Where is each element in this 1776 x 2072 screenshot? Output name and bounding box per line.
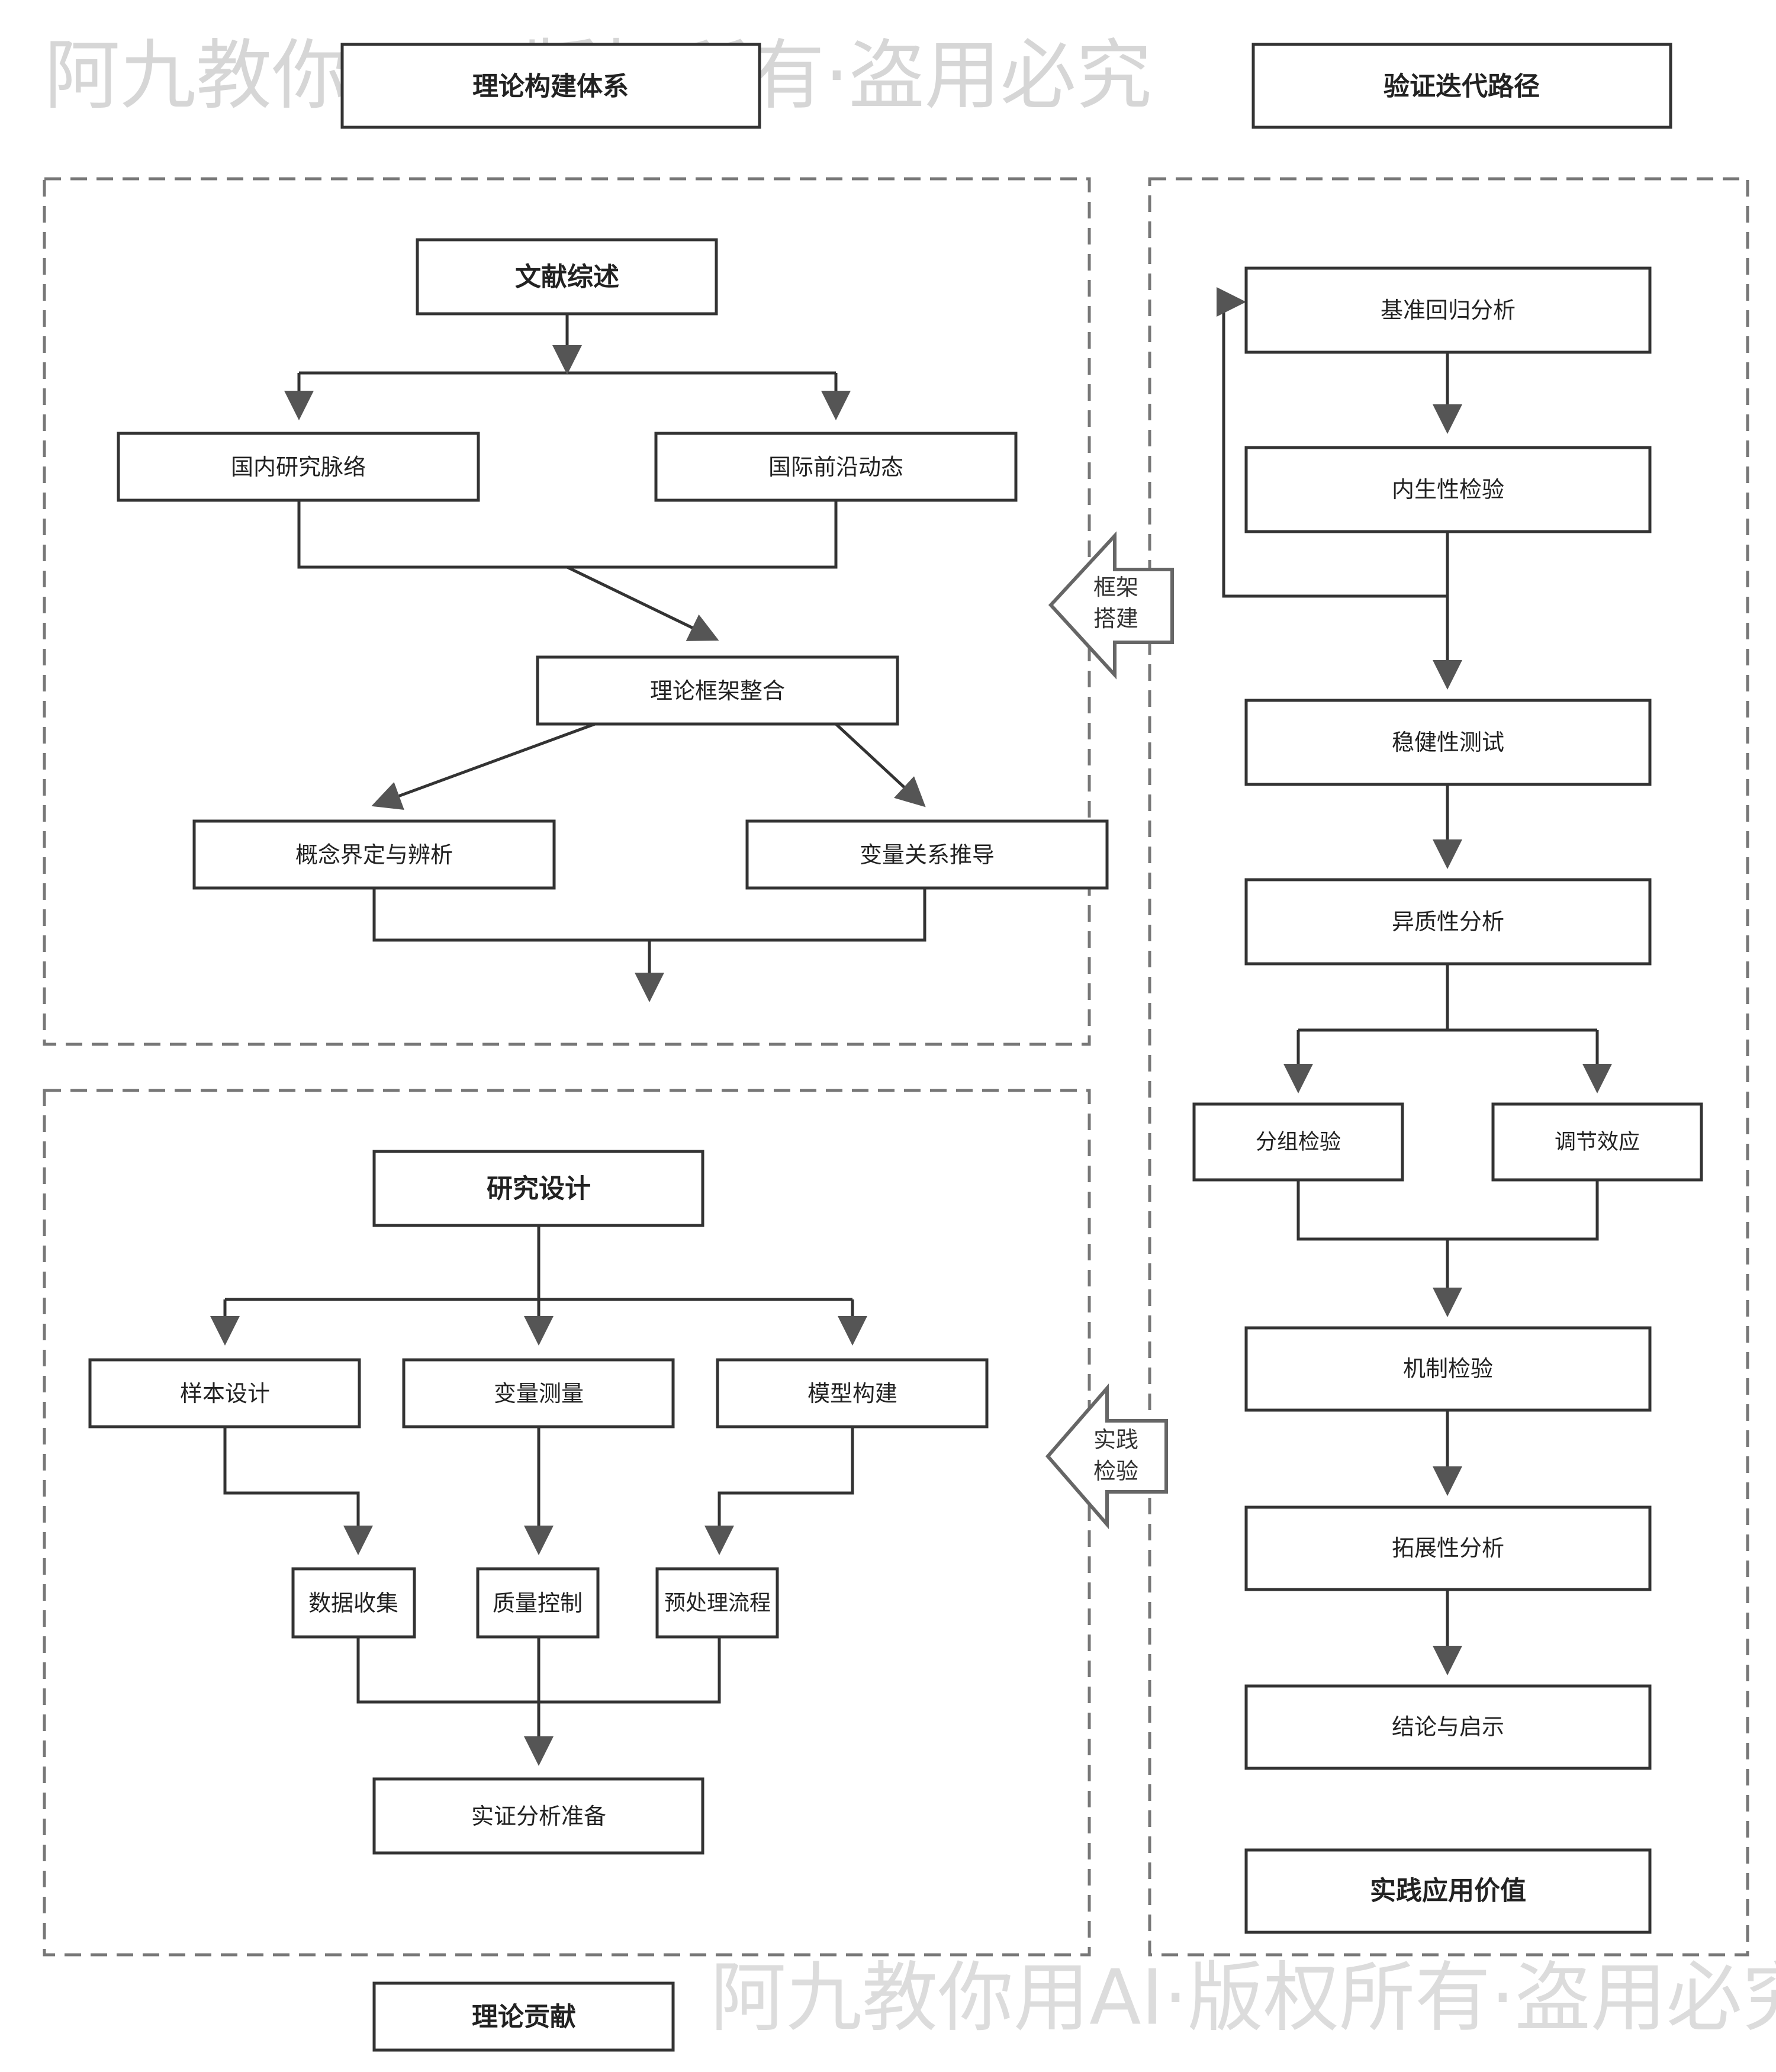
preprocessing-label: 预处理流程 [664,1591,771,1616]
data-collection-label: 数据收集 [308,1590,398,1616]
endogeneity-test-label: 内生性检验 [1392,477,1504,503]
edge-model-to-preprocess [704,1427,854,1555]
robustness-test-label: 稳健性测试 [1392,729,1504,755]
edge-merge-domestic-international [297,500,838,569]
node-sample-design: 样本设计 [88,1358,361,1428]
node-concept-definition: 概念界定与辨析 [192,819,556,890]
node-variable-measure: 变量测量 [402,1358,675,1428]
node-conclusion-insights: 结论与启示 [1244,1684,1652,1770]
node-group-test: 分组检验 [1192,1102,1404,1182]
node-international-frontier: 国际前沿动态 [654,432,1018,502]
node-empirical-prep: 实证分析准备 [372,1777,704,1855]
edge-merge-concept-variable [372,888,926,942]
node-data-collection: 数据收集 [291,1567,416,1639]
framework-integration-label: 理论框架整合 [650,678,785,704]
node-mechanism-test: 机制检验 [1244,1326,1652,1412]
theoretical-contribution-label: 理论贡献 [472,2002,576,2032]
node-endogeneity-test: 内生性检验 [1244,446,1652,533]
theory-region [43,177,1091,1046]
baseline-regression-label: 基准回归分析 [1381,297,1516,323]
variable-measure-label: 变量测量 [494,1381,584,1407]
node-heterogeneity-analysis: 异质性分析 [1244,878,1652,966]
header-theory-system: 理论构建体系 [340,43,761,129]
edge-framework-to-concept [371,722,596,810]
international-frontier-label: 国际前沿动态 [768,454,903,480]
practice-test-line2: 检验 [1093,1458,1138,1484]
moderation-effect-label: 调节效应 [1555,1130,1640,1154]
group-test-label: 分组检验 [1256,1130,1341,1154]
node-model-build: 模型构建 [716,1358,989,1428]
node-moderation-effect: 调节效应 [1491,1102,1703,1182]
framework-building-line2: 搭建 [1093,606,1138,632]
header-verification-path-label: 验证迭代路径 [1384,72,1540,102]
node-robustness-test: 稳健性测试 [1244,699,1652,786]
node-framework-integration: 理论框架整合 [536,655,899,726]
framework-building-line1: 框架 [1093,574,1138,600]
practical-value-label: 实践应用价值 [1370,1876,1526,1906]
node-baseline-regression: 基准回归分析 [1244,266,1652,354]
node-theoretical-contribution: 理论贡献 [372,1981,675,2052]
mechanism-test-label: 机制检验 [1403,1356,1493,1382]
arrow-framework-building: 框架 搭建 [1048,531,1174,680]
node-practical-value: 实践应用价值 [1244,1848,1652,1934]
node-research-design: 研究设计 [372,1150,704,1227]
domestic-research-label: 国内研究脉络 [231,454,366,480]
literature-review-label: 文献综述 [515,262,619,292]
edge-merge-subtests [1296,1180,1599,1241]
conclusion-insights-label: 结论与启示 [1392,1714,1504,1740]
edge-review-domestic [299,371,836,417]
header-verification-path: 验证迭代路径 [1251,43,1672,129]
header-theory-system-label: 理论构建体系 [472,72,629,102]
edge-heterogeneity-split [1298,964,1597,1032]
edge-feedback-loop [1217,287,1447,598]
node-extension-analysis: 拓展性分析 [1244,1505,1652,1591]
design-region [43,1089,1091,1957]
model-build-label: 模型构建 [807,1381,897,1407]
concept-definition-label: 概念界定与辨析 [295,842,453,868]
edge-sample-to-collection [223,1427,373,1555]
heterogeneity-analysis-label: 异质性分析 [1392,909,1504,935]
node-literature-review: 文献综述 [416,238,718,316]
node-preprocessing: 预处理流程 [655,1567,779,1639]
node-domestic-research: 国内研究脉络 [117,432,480,502]
sample-design-label: 样本设计 [180,1381,270,1407]
extension-analysis-label: 拓展性分析 [1392,1535,1504,1561]
empirical-prep-label: 实证分析准备 [471,1803,606,1829]
node-variable-relation: 变量关系推导 [745,819,1109,890]
node-quality-control: 质量控制 [476,1567,600,1639]
variable-relation-label: 变量关系推导 [860,842,995,868]
watermark-bottom: 阿九教你用AI·版权所有·盗用必究 [710,1954,1776,2042]
quality-control-label: 质量控制 [493,1590,583,1616]
verification-region [1148,177,1749,1957]
practice-test-line1: 实践 [1093,1427,1138,1453]
edge-framework-to-variable [835,723,926,807]
research-design-label: 研究设计 [487,1174,591,1204]
edge-to-framework [566,565,719,641]
arrow-practice-test: 实践 检验 [1045,1383,1168,1530]
